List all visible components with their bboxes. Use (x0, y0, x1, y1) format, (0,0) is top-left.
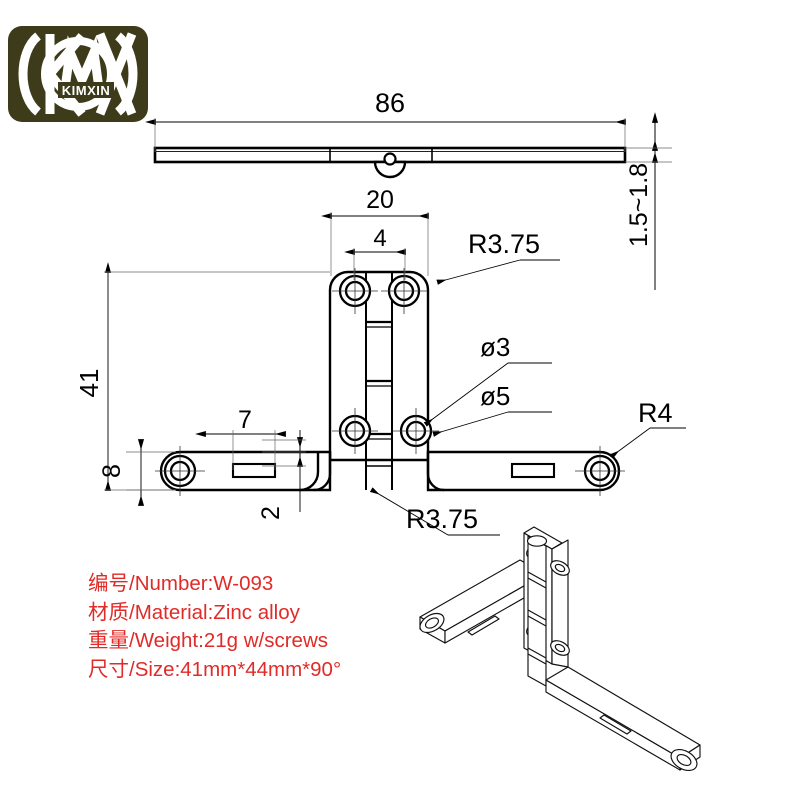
label-7: 7 (238, 406, 252, 434)
label-dia5: ø5 (480, 381, 510, 411)
right-arm-slot (510, 462, 556, 479)
dimension-labels: 86 1.5~1.8 20 4 41 8 7 2 R3.75 R3.75 ø3 … (74, 88, 673, 534)
label-2: 2 (257, 506, 285, 520)
knuckle-column (365, 272, 393, 490)
arm-slots (231, 462, 556, 479)
leader-dia3 (423, 362, 552, 427)
company-logo: KIMXIN (8, 26, 148, 122)
label-8: 8 (98, 464, 126, 478)
label-thickness: 1.5~1.8 (625, 163, 653, 247)
isometric-view (419, 526, 701, 772)
front-view-vertical-leaf (328, 270, 430, 462)
spec-material: 材质/Material:Zinc alloy (88, 600, 300, 624)
leader-r4 (609, 427, 686, 459)
label-86: 86 (375, 88, 405, 118)
spec-weight: 重量/Weight:21g w/screws (88, 629, 329, 652)
screw-hole (575, 446, 625, 496)
left-arm-slot (231, 462, 277, 479)
logo-brand-text: KIMXIN (62, 83, 111, 98)
spec-number: 编号/Number:W-093 (88, 572, 274, 595)
spec-text-block: 编号/Number:W-093 材质/Material:Zinc alloy 重… (88, 570, 448, 684)
screw-hole (332, 408, 378, 454)
label-r375-top: R3.75 (468, 229, 540, 259)
label-4: 4 (373, 225, 386, 252)
dimension-86 (145, 118, 626, 152)
logo-text-plate (58, 82, 114, 98)
leader-r375-bottom (369, 487, 500, 536)
dimension-thickness (625, 112, 672, 290)
label-r375-bottom: R3.75 (406, 504, 478, 534)
leader-dia5 (432, 411, 552, 437)
corner-fillet (313, 452, 445, 492)
spec-size: 尺寸/Size:41mm*44mm*90° (88, 657, 342, 681)
dimension-4 (344, 248, 406, 280)
screw-holes (155, 268, 625, 496)
top-view-profile (153, 146, 627, 179)
screw-hole (393, 408, 439, 454)
dimension-2 (262, 430, 306, 512)
dimension-20 (321, 212, 429, 276)
screw-hole (155, 446, 205, 496)
dimension-7 (195, 430, 286, 470)
screw-hole (381, 268, 427, 314)
leader-r375-top (436, 259, 560, 285)
label-41: 41 (74, 369, 104, 398)
logo-mark (18, 32, 138, 117)
label-20: 20 (366, 186, 394, 214)
label-r4: R4 (638, 398, 673, 428)
screw-hole (332, 268, 378, 314)
dimension-8 (126, 439, 176, 506)
label-dia3: ø3 (480, 332, 510, 362)
